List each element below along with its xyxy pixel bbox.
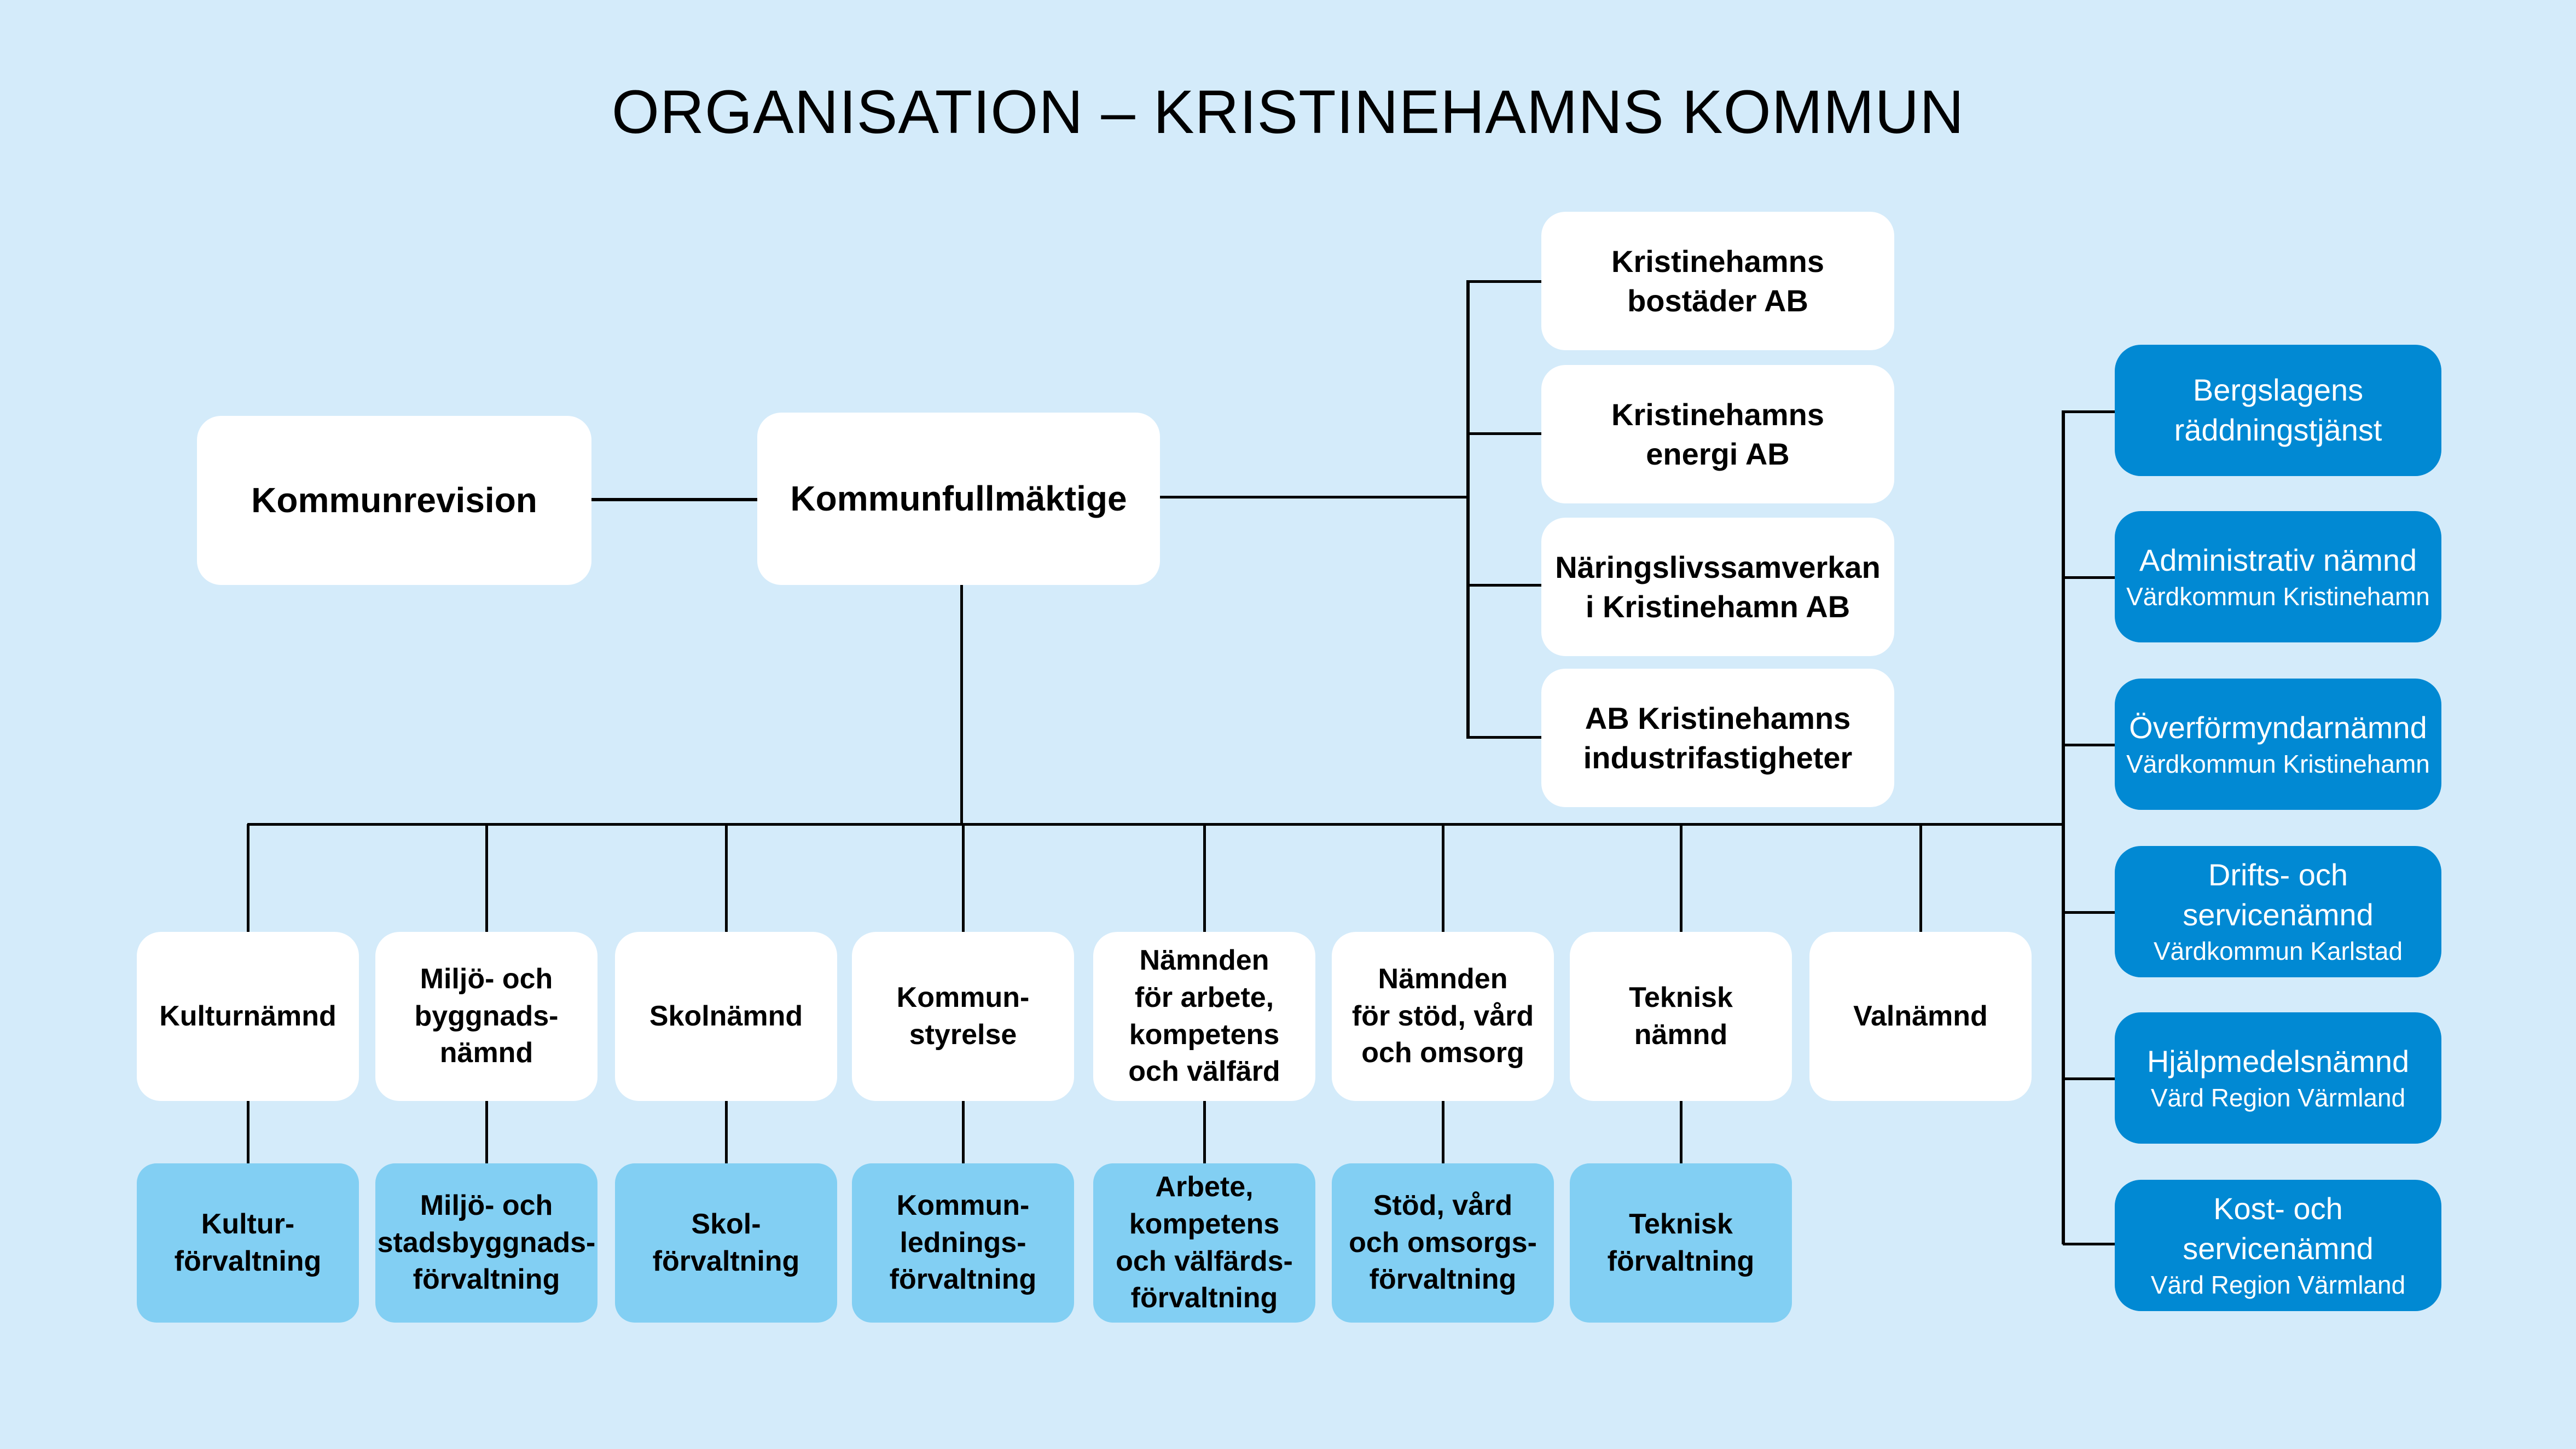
connector-board-administration [1203, 1101, 1206, 1164]
joint-board-host: Värdkommun Kristinehamn [2126, 582, 2430, 611]
board-box[interactable]: Valnämnd [1809, 932, 2032, 1101]
administration-box[interactable]: Kommun- lednings- förvaltning [852, 1163, 1074, 1323]
connector-joint-board [2063, 1077, 2115, 1080]
administration-label: Stöd, vård och omsorgs- förvaltning [1349, 1190, 1537, 1296]
administration-label: Arbete, kompetens och välfärds- förvaltn… [1116, 1171, 1293, 1314]
joint-board-host: Värd Region Värmland [2150, 1270, 2406, 1299]
company-box[interactable]: Kristinehamns energi AB [1541, 365, 1894, 503]
connector-company-4 [1466, 736, 1541, 739]
connector-company-2 [1466, 432, 1541, 435]
administration-label: Skol- förvaltning [652, 1208, 800, 1277]
connector-joint-board [2063, 576, 2115, 579]
audit-box[interactable]: Kommunrevision [197, 416, 591, 585]
company-box[interactable]: Kristinehamns bostäder AB [1541, 212, 1894, 350]
connector-board-administration [1680, 1101, 1682, 1164]
connector-joint-board [2063, 911, 2115, 914]
administration-label: Miljö- och stadsbyggnads- förvaltning [377, 1190, 596, 1296]
connector-bus-board [485, 824, 488, 934]
council-box[interactable]: Kommunfullmäktige [757, 413, 1160, 585]
board-box[interactable]: Miljö- och byggnads- nämnd [375, 932, 597, 1101]
connector-bus-board [1203, 824, 1206, 934]
connector-joint-spine [2062, 410, 2065, 1244]
connector-companies-spine [1466, 280, 1470, 739]
connector-audit-council [591, 498, 757, 501]
administration-box[interactable]: Miljö- och stadsbyggnads- förvaltning [375, 1163, 597, 1323]
joint-board-box[interactable]: Bergslagens räddningstjänst [2115, 345, 2441, 476]
council-label: Kommunfullmäktige [790, 479, 1127, 519]
board-box[interactable]: Kulturnämnd [137, 932, 359, 1101]
joint-board-box[interactable]: Kost- och servicenämnd Värd Region Värml… [2115, 1180, 2441, 1311]
audit-label: Kommunrevision [251, 480, 537, 520]
connector-board-administration [485, 1101, 488, 1164]
administration-label: Kultur- förvaltning [174, 1208, 322, 1277]
joint-board-host: Värdkommun Karlstad [2153, 936, 2403, 965]
company-label: Kristinehamns bostäder AB [1611, 244, 1824, 318]
administration-box[interactable]: Stöd, vård och omsorgs- förvaltning [1332, 1163, 1554, 1323]
company-label: Näringslivssamverkan i Kristinehamn AB [1555, 549, 1881, 624]
connector-company-1 [1466, 280, 1541, 283]
board-label: Kulturnämnd [159, 1000, 336, 1032]
connector-council-down [960, 585, 963, 826]
connector-bus-board [1680, 824, 1682, 934]
administration-box[interactable]: Arbete, kompetens och välfärds- förvaltn… [1093, 1163, 1315, 1323]
joint-board-name: Drifts- och servicenämnd [2183, 857, 2374, 932]
connector-bus-board [962, 824, 965, 934]
company-label: Kristinehamns energi AB [1611, 397, 1824, 471]
joint-board-box[interactable]: Hjälpmedelsnämnd Värd Region Värmland [2115, 1012, 2441, 1144]
administration-label: Kommun- lednings- förvaltning [889, 1190, 1037, 1296]
joint-board-name: Bergslagens räddningstjänst [2174, 373, 2382, 447]
board-label: Valnämnd [1853, 1000, 1988, 1032]
administration-label: Teknisk förvaltning [1607, 1208, 1755, 1277]
connector-board-administration [247, 1101, 250, 1164]
joint-board-name: Överförmyndarnämnd [2129, 710, 2427, 745]
company-box[interactable]: Näringslivssamverkan i Kristinehamn AB [1541, 518, 1894, 656]
board-label: Nämnden för stöd, vård och omsorg [1351, 963, 1534, 1069]
board-box[interactable]: Skolnämnd [615, 932, 837, 1101]
connector-bus-board [1442, 824, 1444, 934]
joint-board-name: Administrativ nämnd [2139, 542, 2417, 577]
joint-board-host: Värd Region Värmland [2150, 1083, 2406, 1112]
board-label: Nämnden för arbete, kompetens och välfär… [1128, 944, 1280, 1088]
company-box[interactable]: AB Kristinehamns industrifastigheter [1541, 669, 1894, 807]
connector-bus-board [247, 824, 250, 934]
joint-board-name: Kost- och servicenämnd [2183, 1191, 2374, 1266]
connector-board-administration [1442, 1101, 1444, 1164]
administration-box[interactable]: Kultur- förvaltning [137, 1163, 359, 1323]
joint-board-box[interactable]: Administrativ nämnd Värdkommun Kristineh… [2115, 511, 2441, 642]
administration-box[interactable]: Skol- förvaltning [615, 1163, 837, 1323]
joint-board-host: Värdkommun Kristinehamn [2126, 749, 2430, 778]
connector-joint-board [2063, 1243, 2115, 1245]
board-label: Kommun- styrelse [896, 981, 1030, 1051]
board-label: Teknisk nämnd [1629, 981, 1733, 1051]
joint-board-name: Hjälpmedelsnämnd [2146, 1044, 2410, 1079]
connector-joint-board [2063, 744, 2115, 746]
company-label: AB Kristinehamns industrifastigheter [1583, 700, 1853, 775]
connector-bus-board [725, 824, 728, 934]
joint-board-box[interactable]: Överförmyndarnämnd Värdkommun Kristineha… [2115, 679, 2441, 810]
board-box[interactable]: Kommun- styrelse [852, 932, 1074, 1101]
board-box[interactable]: Nämnden för stöd, vård och omsorg [1332, 932, 1554, 1101]
board-box[interactable]: Teknisk nämnd [1570, 932, 1792, 1101]
connector-bus-board [1919, 824, 1922, 934]
connector-council-companies [1160, 496, 1469, 499]
administration-box[interactable]: Teknisk förvaltning [1570, 1163, 1792, 1323]
board-label: Skolnämnd [649, 1000, 803, 1032]
connector-board-administration [962, 1101, 965, 1164]
connector-main-bus [247, 823, 2065, 826]
board-box[interactable]: Nämnden för arbete, kompetens och välfär… [1093, 932, 1315, 1101]
joint-board-box[interactable]: Drifts- och servicenämnd Värdkommun Karl… [2115, 846, 2441, 977]
connector-company-3 [1466, 584, 1541, 587]
board-label: Miljö- och byggnads- nämnd [414, 963, 559, 1069]
connector-board-administration [725, 1101, 728, 1164]
page-title: ORGANISATION – KRISTINEHAMNS KOMMUN [611, 78, 1965, 146]
connector-joint-board [2063, 410, 2115, 413]
